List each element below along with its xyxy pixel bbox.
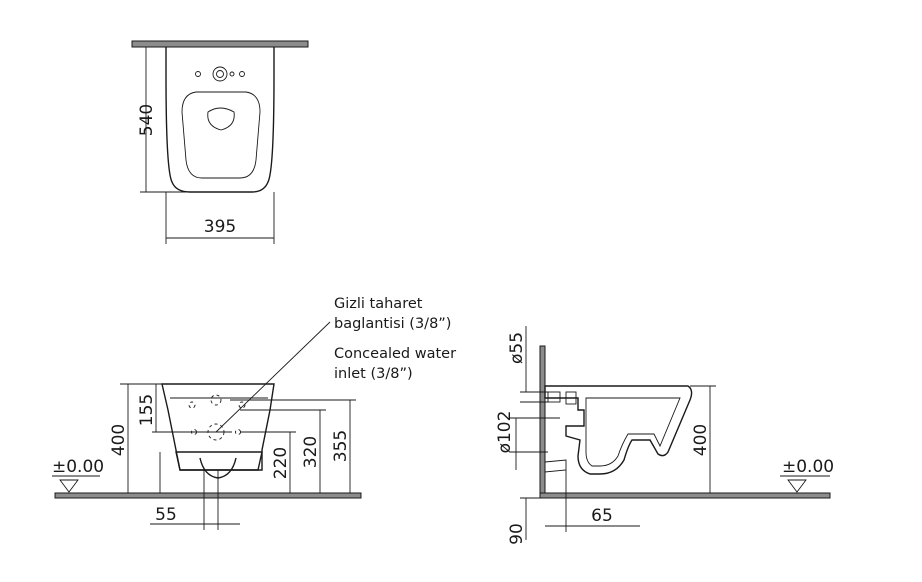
front-level-label: ±0.00 bbox=[52, 457, 104, 477]
front-view-floor bbox=[54, 492, 362, 499]
dim-front-55-label: 55 bbox=[155, 505, 177, 525]
side-view-floor bbox=[539, 492, 831, 499]
note-en-line2: inlet (3/8”) bbox=[334, 366, 413, 382]
top-view-wall bbox=[131, 40, 309, 48]
note-tr-line2: baglantisi (3/8”) bbox=[334, 316, 451, 332]
dim-side-65-label: 65 bbox=[591, 506, 613, 526]
side-level-marker bbox=[787, 479, 807, 493]
note-tr-line1: Gizli taharet bbox=[334, 296, 423, 312]
front-view: Gizli taharet baglantisi (3/8”) Conceale… bbox=[52, 296, 456, 530]
front-view-note-leader bbox=[215, 321, 331, 433]
top-view-drain bbox=[207, 107, 235, 131]
side-view-water-inlet bbox=[547, 391, 561, 403]
front-view-fixing-right-low bbox=[235, 429, 241, 435]
top-view-fixing-center bbox=[212, 66, 228, 82]
side-view-wall bbox=[539, 345, 546, 499]
dim-front-320-label: 320 bbox=[301, 436, 321, 468]
side-view: ±0.00 ø55 ø102 400 90 65 bbox=[495, 326, 834, 545]
dim-395-label: 395 bbox=[204, 217, 236, 237]
side-view-flush-inlet bbox=[565, 391, 577, 405]
top-view-fixing-right bbox=[239, 71, 245, 77]
dim-front-355-label: 355 bbox=[331, 430, 351, 462]
dim-front-400-label: 400 bbox=[109, 424, 129, 456]
front-view-fixing-right bbox=[238, 401, 246, 409]
dim-540-label: 540 bbox=[137, 104, 157, 136]
top-view-fixing-left bbox=[195, 71, 201, 77]
top-view: 540 395 bbox=[131, 40, 309, 244]
side-view-waste-outlet bbox=[544, 459, 567, 473]
front-view-bowl-base bbox=[175, 451, 263, 471]
front-view-fixing-top bbox=[210, 394, 222, 406]
note-en-line1: Concealed water bbox=[334, 346, 456, 362]
dim-side-55-label: ø55 bbox=[507, 332, 527, 364]
side-level-label: ±0.00 bbox=[782, 457, 834, 477]
top-view-bowl-inner bbox=[181, 91, 261, 179]
top-view-fixing-center-inner bbox=[216, 70, 224, 78]
side-view-pan-inner bbox=[585, 397, 681, 467]
front-level-marker bbox=[59, 479, 79, 493]
dim-front-220-label: 220 bbox=[271, 447, 291, 479]
side-view-pan-outline bbox=[544, 385, 693, 475]
front-view-fixing-left bbox=[188, 401, 196, 409]
dim-side-90-label: 90 bbox=[507, 523, 527, 545]
dim-side-102-label: ø102 bbox=[495, 411, 515, 454]
top-view-fixing-mid bbox=[229, 71, 235, 77]
top-view-bowl-outline bbox=[165, 47, 275, 193]
front-view-bowl-body bbox=[161, 383, 275, 471]
dim-side-400-label: 400 bbox=[691, 424, 711, 456]
dim-front-155-label: 155 bbox=[137, 394, 157, 426]
